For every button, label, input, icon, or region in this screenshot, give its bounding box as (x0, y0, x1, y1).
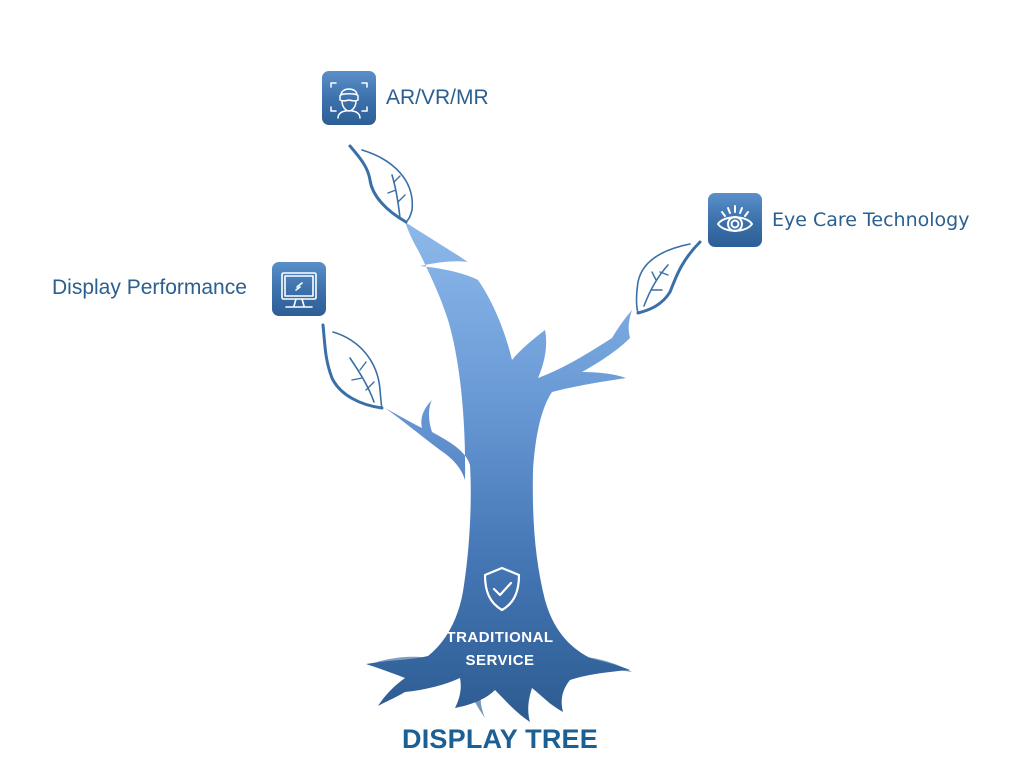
tree-trunk (366, 222, 632, 722)
trunk-label-line2: SERVICE (465, 652, 535, 669)
shield-check-icon (483, 566, 521, 612)
monitor-icon (272, 262, 326, 316)
branch-label-display-performance: Display Performance (52, 276, 247, 299)
diagram-title: DISPLAY TREE (402, 724, 598, 754)
branch-label-eye-care: Eye Care Technology (772, 209, 970, 231)
vr-headset-user-icon (322, 71, 376, 125)
leaf-top (348, 144, 414, 224)
trunk-label-line1: TRADITIONAL (446, 629, 554, 646)
leaf-left (321, 323, 384, 410)
branch-label-ar-vr-mr: AR/VR/MR (386, 86, 489, 109)
leaf-right (635, 240, 702, 315)
eye-icon (708, 193, 762, 247)
